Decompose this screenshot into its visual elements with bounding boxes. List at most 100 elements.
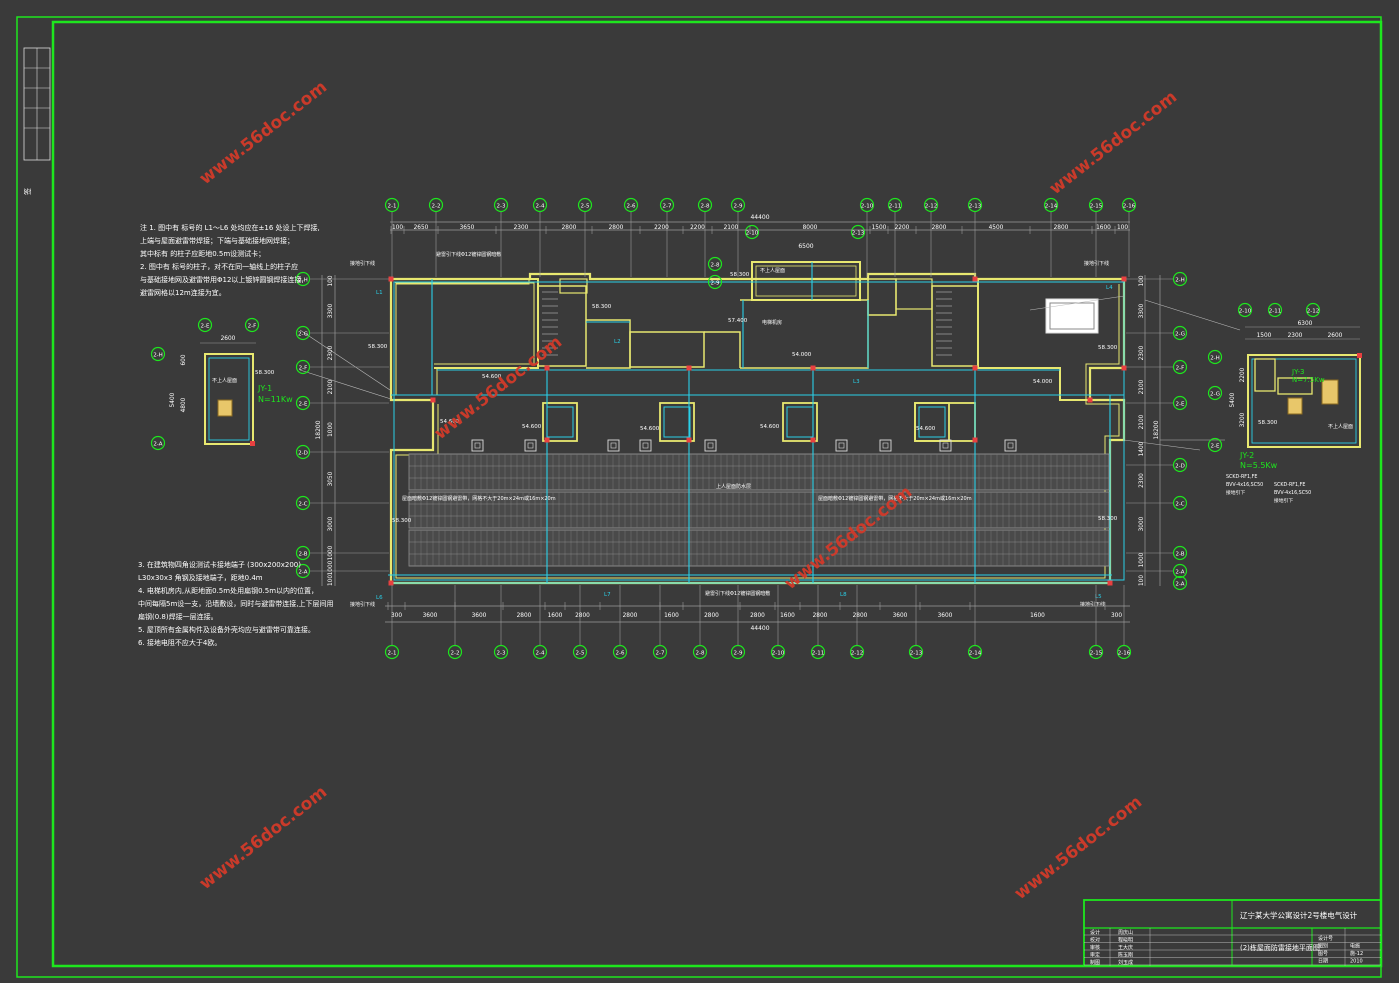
axis-right-extra: 2-A <box>1175 581 1184 587</box>
inset-right-axis-left-1-circle <box>1207 349 1223 365</box>
axis-left-2-circle <box>295 325 311 341</box>
leader-2 <box>1144 299 1241 331</box>
inset-left-dim-2: 4800 <box>181 397 187 412</box>
axis-bottom-8-circle <box>692 644 708 660</box>
dim-right-4: 2100 <box>1139 414 1145 429</box>
inset-left-room-label: 不上人屋面 <box>212 377 237 384</box>
tb-row-value-3: 陈玉刚 <box>1118 952 1133 959</box>
dim-left-1: 3300 <box>328 303 334 318</box>
roof-panel-row-0 <box>408 453 1110 491</box>
conductor-tag-7: L7 <box>604 592 611 598</box>
axis-bottom-3-circle <box>493 644 509 660</box>
axis-top-14: 2-14 <box>1045 203 1058 209</box>
room-upper-left <box>391 278 539 369</box>
axis-bottom-9: 2-9 <box>734 650 743 656</box>
axis-left-6: 2-C <box>298 501 307 507</box>
axis-bottom-13-circle <box>908 644 924 660</box>
dim-bottom-8: 2800 <box>704 613 719 619</box>
watermark-0: www.56doc.com <box>196 77 331 189</box>
axis-top-extra-3-circle <box>744 224 760 240</box>
dim-top-10: 1500 <box>872 225 887 231</box>
roof-panel-row-2 <box>408 529 1110 567</box>
vent-8 <box>471 439 484 452</box>
elevation-1: 54.600 <box>482 374 502 380</box>
inset-left-axis-top-1-circle <box>197 317 213 333</box>
leader-5 <box>1029 295 1125 311</box>
inset-left-axis-top-1: 2-E <box>201 323 210 329</box>
axis-top-9-circle <box>730 197 746 213</box>
inset-right-dim-l3: 3200 <box>1240 412 1246 427</box>
conductor-tag-4: L4 <box>1106 285 1113 291</box>
axis-right-6: 2-C <box>1175 501 1184 507</box>
axis-bottom-13: 2-13 <box>910 650 923 656</box>
inset-right-axis-top-3: 2-12 <box>1307 308 1319 314</box>
roof-panel-row-1 <box>408 491 1110 529</box>
dim-right-1: 3300 <box>1139 303 1145 318</box>
axis-top-10: 2-10 <box>861 203 874 209</box>
elevation-4: 54.600 <box>640 426 660 432</box>
note-bottom-6: 6. 接地电阻不应大于4欧。 <box>138 638 221 647</box>
inset-right-axis-left-2-circle <box>1207 385 1223 401</box>
dim-top-16: 100 <box>1117 225 1128 231</box>
inset-right-marker <box>1357 353 1362 358</box>
axis-bottom-3: 2-3 <box>497 650 506 656</box>
inset-right-dim-total: 6300 <box>1298 321 1313 327</box>
inset-left-axis-left-1-circle <box>150 346 166 362</box>
rod-note-top: 避雷引下线Φ12镀锌圆钢暗敷 <box>436 251 501 258</box>
inset-right-room <box>1247 354 1361 448</box>
inset-left-axis-top-2: 2-F <box>248 323 257 329</box>
axis-bottom-1: 2-1 <box>388 650 397 656</box>
inset-left-dim-top: 2600 <box>221 336 236 342</box>
tb-right-label-0: 设计号 <box>1318 935 1333 942</box>
tb-row-value-2: 王大庆 <box>1118 944 1133 951</box>
axis-bottom-2: 2-2 <box>451 650 460 656</box>
tb-row-value-1: 程晓明 <box>1118 937 1133 944</box>
axis-right-extra-circle <box>1172 575 1188 591</box>
axis-top-7: 2-7 <box>663 203 672 209</box>
axis-right-3-circle <box>1172 359 1188 375</box>
elevation-10: 58.300 <box>1098 345 1118 351</box>
axis-top-10-circle <box>859 197 875 213</box>
inset-right-room-label: 不上人屋面 <box>1328 423 1353 430</box>
conductor-tag-1: L1 <box>376 290 383 296</box>
dim-right-3: 2100 <box>1139 379 1145 394</box>
leader-4 <box>1123 439 1201 451</box>
inset-right-sub <box>1277 377 1313 395</box>
conductor-tag-6: L6 <box>376 595 383 601</box>
dim-top-12: 2800 <box>932 225 947 231</box>
inset-right-power-2: N=5.5Kw <box>1240 461 1278 470</box>
dim-left-7: 1000 <box>328 545 334 560</box>
tank-white <box>1045 298 1099 334</box>
elevation-12: 58.300 <box>392 518 412 524</box>
elevation-2: 54.600 <box>440 419 460 425</box>
axis-right-3: 2-F <box>1176 365 1185 371</box>
axis-right-4-circle <box>1172 395 1188 411</box>
dim-top-4: 2800 <box>562 225 577 231</box>
title-block: 辽宁某大学公寓设计2号楼电气设计(2)栋屋面防雷接地平面图设计校对审核审定制图周… <box>1083 899 1382 967</box>
axis-right-7-circle <box>1172 545 1188 561</box>
corridor-wall <box>704 331 741 368</box>
tb-row-label-2: 审核 <box>1090 944 1100 951</box>
inset-left-axis-left-1: 2-H <box>153 352 163 358</box>
axis-bottom-4: 2-4 <box>536 650 545 656</box>
dim-top-sub: 6500 <box>798 243 813 250</box>
inset-left-equipment <box>217 399 233 417</box>
dim-right-8: 1000 <box>1139 552 1145 567</box>
dim-right-9: 100 <box>1139 575 1145 586</box>
inset-right-power-3: N=7.5Kw <box>1292 376 1325 384</box>
dim-left-3: 2100 <box>328 379 334 394</box>
dim-left-9: 100 <box>328 575 334 586</box>
axis-top-8-circle <box>697 197 713 213</box>
vent-inner-3 <box>707 442 714 449</box>
down-conductor-marker-6 <box>810 365 816 371</box>
vent-0 <box>524 439 537 452</box>
down-conductor-marker-11 <box>972 437 978 443</box>
axis-top-3: 2-3 <box>497 203 506 209</box>
axis-bottom-6: 2-6 <box>616 650 625 656</box>
axis-top-extra-4: 2-13 <box>852 230 865 236</box>
room-right-small <box>895 278 933 310</box>
axis-bottom-14-circle <box>967 644 983 660</box>
